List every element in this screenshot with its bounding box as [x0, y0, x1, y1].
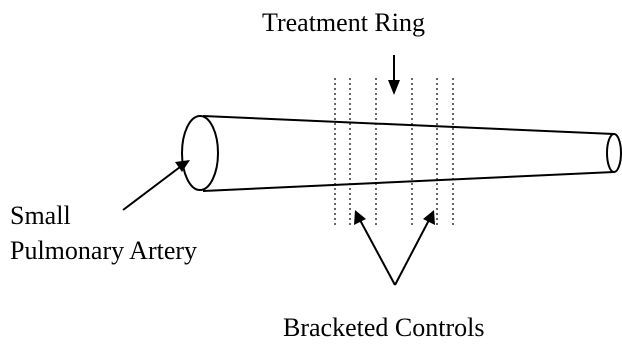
bracketed-controls-label: Bracketed Controls: [283, 313, 484, 343]
bracketed-controls-arrows: [354, 210, 435, 285]
small-label: Small: [10, 201, 71, 231]
vessel-top-edge: [203, 116, 614, 134]
vessel-proximal-opening: [182, 116, 218, 190]
treatment-ring-arrow: [388, 55, 400, 95]
pulmonary-artery-label: Pulmonary Artery: [10, 236, 197, 266]
ring-markers: [335, 78, 453, 228]
vessel-bottom-edge: [203, 172, 614, 191]
pulmonary-artery-vessel: [182, 116, 621, 191]
vessel-distal-opening: [607, 134, 621, 172]
artery-label-arrow: [123, 160, 190, 210]
treatment-ring-label: Treatment Ring: [262, 8, 425, 38]
